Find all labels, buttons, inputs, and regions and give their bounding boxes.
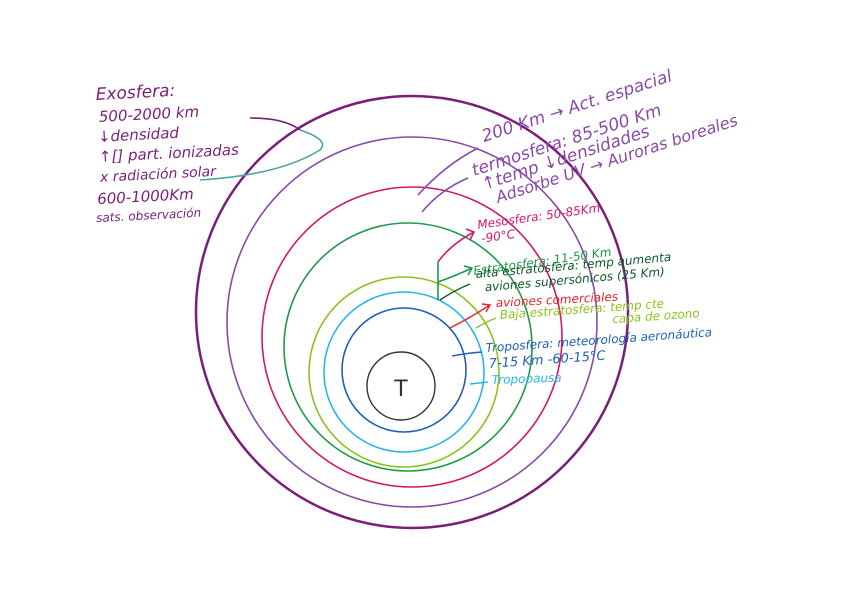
commercial-planes-arrow xyxy=(449,303,492,329)
exosphere-line-4: x radiación solar xyxy=(99,164,218,186)
commercial-planes-label: aviones comerciales xyxy=(495,290,618,310)
lower-stratosphere-arrow xyxy=(475,317,497,329)
mesosphere-ring xyxy=(261,186,563,488)
exosphere-arrow-head xyxy=(249,117,301,131)
exosphere-line-1: 500-2000 km xyxy=(98,103,199,126)
exosphere-ring xyxy=(194,94,630,530)
stratosphere-ring xyxy=(283,222,533,472)
tropopause-arrow xyxy=(469,381,489,385)
mesosphere-arrow xyxy=(437,228,476,263)
troposphere-annotation: Troposfera: meteorología aeronáutica 7-1… xyxy=(485,325,712,372)
mesosphere-annotation: Mesosfera: 50-85Km -90°C xyxy=(476,201,601,246)
stratosphere-arrow xyxy=(437,262,474,300)
tropopause-ring xyxy=(323,291,485,453)
upper-stratosphere-annotation: alta estratosfera: temp aumenta aviones … xyxy=(475,250,672,294)
mesosphere-line-2: -90°C xyxy=(480,227,516,246)
thermosphere-arrow xyxy=(417,147,479,196)
exosphere-title: Exosfera: xyxy=(95,81,176,105)
exosphere-arrow xyxy=(199,129,324,181)
mesosphere-line-1: Mesosfera: 50-85Km xyxy=(476,201,601,232)
thermosphere-arrow-2 xyxy=(421,177,469,213)
exosphere-annotation: Exosfera: 500-2000 km ↓densidad ↑[] part… xyxy=(95,81,239,225)
tropopause-label: Tropopausa xyxy=(492,371,562,387)
thermosphere-ring xyxy=(226,136,598,508)
lower-stratosphere-line-2: capa de ozono xyxy=(612,306,700,326)
exosphere-line-6: sats. observación xyxy=(96,206,202,225)
troposphere-ring xyxy=(341,307,467,433)
earth-core-label: T xyxy=(393,377,408,402)
upper-stratosphere-arrow xyxy=(439,283,471,301)
troposphere-arrow xyxy=(451,351,483,357)
earth-core-circle xyxy=(366,351,436,421)
lower-stratosphere-ring xyxy=(308,276,500,468)
exosphere-line-5: 600-1000Km xyxy=(97,185,194,208)
thermosphere-annotation: 200 Km → Act. espacial termosfera: 85-50… xyxy=(469,66,740,207)
exosphere-line-2: ↓densidad xyxy=(97,124,179,146)
